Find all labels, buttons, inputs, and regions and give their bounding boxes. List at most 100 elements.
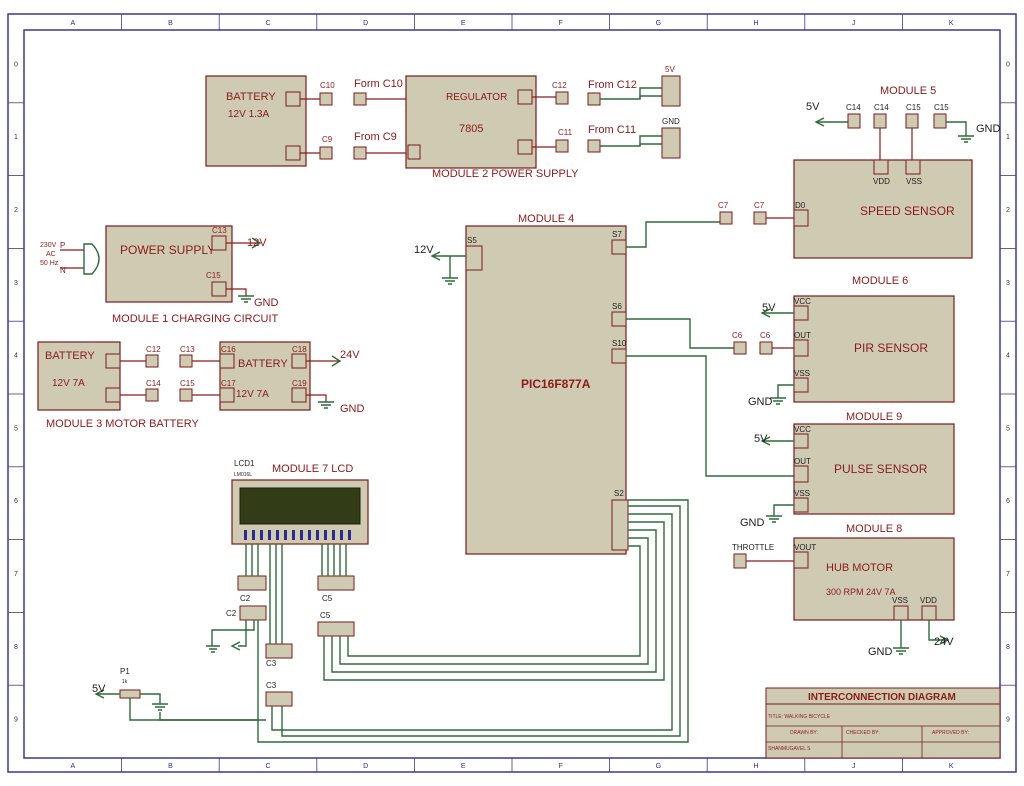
c14-label-a: C14	[146, 379, 161, 388]
speed-sensor-block[interactable]	[793, 159, 973, 259]
grid-col-top-H: H	[753, 20, 758, 27]
ac-230v-label: 230V	[40, 242, 57, 249]
lcd-pin	[244, 530, 247, 540]
connector-c2-a[interactable]	[237, 575, 267, 591]
pir-sensor-block[interactable]	[793, 295, 955, 403]
out-pulse-label: OUT	[794, 457, 811, 466]
c16-label: C16	[221, 345, 236, 354]
module-9-label: MODULE 9	[846, 411, 902, 423]
lcd-pin	[332, 530, 335, 540]
connector-c15-a[interactable]	[179, 388, 193, 402]
module-7-label: MODULE 7 LCD	[272, 463, 353, 475]
potentiometer-p1[interactable]	[119, 689, 141, 699]
connector-c3-a[interactable]	[265, 643, 293, 659]
c5-label-a: C5	[322, 594, 333, 603]
24v-motor-label: 24V	[934, 636, 954, 648]
connector-c11-a[interactable]	[555, 139, 569, 153]
c6-label-a: C6	[732, 331, 743, 340]
5v-m5-label: 5V	[806, 101, 820, 113]
c15-label-b: C15	[906, 103, 921, 112]
ac-n-label: N	[60, 266, 66, 275]
lcd-pin	[276, 530, 279, 540]
connector-c7-a[interactable]	[719, 211, 733, 225]
c14-label-b: C14	[846, 103, 861, 112]
connector-c12-b[interactable]	[145, 354, 159, 368]
vss-speed-label: VSS	[906, 177, 922, 186]
grid-col-top-F: F	[559, 20, 563, 27]
lcd-screen	[239, 487, 361, 525]
title-block-heading: INTERCONNECTION DIAGRAM	[808, 692, 956, 703]
pic16f877a-block[interactable]	[465, 225, 627, 555]
c3-label-b: C3	[266, 681, 277, 690]
5v-pir-label: 5V	[762, 302, 776, 314]
grid-col-bottom-B: B	[168, 763, 173, 770]
connector-c6-b[interactable]	[759, 341, 773, 355]
vss-pulse-label: VSS	[794, 489, 810, 498]
speed-sensor-title: SPEED SENSOR	[860, 204, 955, 218]
lcd-pin	[252, 530, 255, 540]
grid-col-top-C: C	[265, 20, 270, 27]
connector-c5-b[interactable]	[317, 621, 355, 637]
pir-sensor-title: PIR SENSOR	[854, 341, 928, 355]
connector-c9[interactable]	[319, 146, 333, 160]
connector-s6[interactable]	[611, 311, 627, 327]
from-c9-label: From C9	[354, 131, 397, 143]
motor-battery-2-spec: 12V 7A	[236, 389, 269, 400]
gnd-motor-label: GND	[868, 646, 893, 658]
c15-label-c: C15	[934, 103, 949, 112]
connector-c15-b[interactable]	[905, 113, 919, 129]
regulator-7805-block[interactable]	[405, 75, 537, 169]
connector-c15-c[interactable]	[933, 113, 947, 129]
s7-label: S7	[612, 230, 622, 239]
lcd-pin-row	[244, 530, 351, 540]
grid-col-bottom-G: G	[656, 763, 661, 770]
connector-c14-a[interactable]	[145, 388, 159, 402]
pulse-sensor-block[interactable]	[793, 423, 955, 515]
grid-row-right-3: 3	[1006, 280, 1010, 287]
5v-header[interactable]	[661, 75, 681, 107]
c2-label-a: C2	[240, 594, 251, 603]
connector-c10[interactable]	[319, 92, 333, 106]
c19-label: C19	[292, 379, 307, 388]
connector-s2[interactable]	[611, 499, 629, 551]
gnd-pir-label: GND	[748, 396, 773, 408]
12v-ps-label: 12V	[247, 237, 267, 249]
battery-spec: 12V 1.3A	[228, 109, 269, 120]
regulator-part: 7805	[459, 123, 483, 135]
throttle-connector[interactable]	[733, 553, 747, 569]
grid-row-left-3: 3	[14, 280, 18, 287]
connector-c14-c[interactable]	[873, 113, 887, 129]
connector-c3-b[interactable]	[265, 691, 293, 707]
c13-label-ps: C13	[212, 226, 227, 235]
connector-c12-a[interactable]	[555, 91, 569, 105]
grid-row-right-4: 4	[1006, 353, 1010, 360]
connector-c5-a[interactable]	[317, 575, 355, 591]
connector-c7-b[interactable]	[753, 211, 767, 225]
lcd-pin	[340, 530, 343, 540]
vout-label: VOUT	[794, 543, 816, 552]
c14-label-c: C14	[874, 103, 889, 112]
connector-c6-a[interactable]	[733, 341, 747, 355]
vdd-motor-label: VDD	[920, 596, 937, 605]
gnd-header[interactable]	[661, 127, 681, 159]
battery-title: BATTERY	[226, 91, 276, 103]
c12-label-a: C12	[552, 81, 567, 90]
c6-label-b: C6	[760, 331, 771, 340]
connector-c13[interactable]	[179, 354, 193, 368]
lcd-pin	[308, 530, 311, 540]
vcc-pir-label: VCC	[794, 297, 811, 306]
power-supply-block[interactable]	[105, 225, 233, 303]
connector-c14-b[interactable]	[847, 113, 861, 129]
gnd-bat-label: GND	[340, 403, 365, 415]
12v-mcu-label: 12V	[414, 244, 434, 256]
connector-s5[interactable]	[465, 245, 483, 271]
out-pir-label: OUT	[794, 331, 811, 340]
connector-c2-b[interactable]	[239, 605, 267, 621]
connector-s7[interactable]	[611, 239, 627, 255]
connector-s10[interactable]	[611, 348, 627, 364]
grid-row-left-8: 8	[14, 644, 18, 651]
grid-row-right-6: 6	[1006, 498, 1010, 505]
grid-row-right-2: 2	[1006, 207, 1010, 214]
grid-row-left-2: 2	[14, 207, 18, 214]
